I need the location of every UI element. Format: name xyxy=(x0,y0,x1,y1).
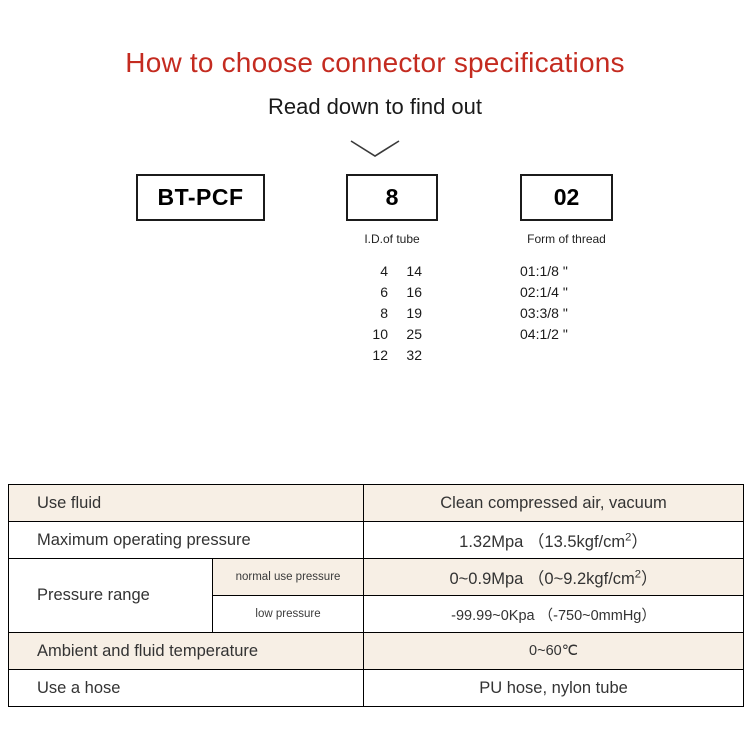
chevron-down-icon xyxy=(350,140,400,157)
table-row: Pressure range normal use pressure 0~0.9… xyxy=(8,558,745,633)
row-label-use-a-hose: Use a hose xyxy=(7,669,365,707)
list-item: 10 25 xyxy=(346,324,438,345)
row-value-ambient-fluid-temperature: 0~60℃ xyxy=(363,632,745,670)
tube-option-left: 10 xyxy=(372,325,388,342)
page-subtitle: Read down to find out xyxy=(267,93,483,119)
tube-option-left: 12 xyxy=(372,346,388,363)
row-sublabel-low-pressure: low pressure xyxy=(211,595,365,633)
row-label-ambient-fluid-temperature: Ambient and fluid temperature xyxy=(7,632,365,670)
list-item: 12 32 xyxy=(346,345,438,366)
row-value-low-pressure: -99.99~0Kpa （-750~0mmHg） xyxy=(363,595,745,633)
thread-option-list: 01:1/8 " 02:1/4 " 03:3/8 " 04:1/2 " xyxy=(520,261,630,345)
list-item: 02:1/4 " xyxy=(520,283,568,300)
list-item: 8 19 xyxy=(346,303,438,324)
table-row: Maximum operating pressure 1.32Mpa （13.5… xyxy=(7,521,745,559)
table-row: Ambient and fluid temperature 0~60℃ xyxy=(7,632,745,670)
tube-option-left: 6 xyxy=(380,283,388,300)
tube-option-right: 16 xyxy=(406,283,422,300)
caption-thread: Form of thread xyxy=(527,231,606,246)
list-item: 04:1/2 " xyxy=(520,325,568,342)
chevron-down-icon-wrap xyxy=(0,136,750,162)
tube-option-left: 4 xyxy=(380,262,388,279)
list-item: 03:3/8 " xyxy=(520,304,568,321)
row-label-pressure-range: Pressure range xyxy=(8,558,213,633)
row-sublabel-normal-use-pressure: normal use pressure xyxy=(211,558,365,596)
page-title: How to choose connector specifications xyxy=(125,47,625,78)
tube-option-left: 8 xyxy=(380,304,388,321)
row-value-use-a-hose: PU hose, nylon tube xyxy=(363,669,745,707)
row-label-max-operating-pressure: Maximum operating pressure xyxy=(7,521,365,559)
list-item: 6 16 xyxy=(346,282,438,303)
caption-tube: I.D.of tube xyxy=(364,231,420,246)
tube-option-right: 25 xyxy=(406,325,422,342)
specification-table: Use fluid Clean compressed air, vacuum M… xyxy=(7,484,745,707)
table-row: Use fluid Clean compressed air, vacuum xyxy=(7,484,745,522)
tube-option-list: 4 14 6 16 8 19 10 25 12 32 xyxy=(346,261,438,366)
row-value-use-fluid: Clean compressed air, vacuum xyxy=(363,484,745,522)
code-box-tube-size: 8 xyxy=(346,173,438,221)
tube-option-right: 19 xyxy=(406,304,422,321)
code-box-thread-form: 02 xyxy=(520,173,613,221)
row-label-use-fluid: Use fluid xyxy=(7,484,365,522)
row-value-normal-use-pressure: 0~0.9Mpa （0~9.2kgf/cm2） xyxy=(363,558,745,596)
row-value-max-operating-pressure: 1.32Mpa （13.5kgf/cm2） xyxy=(363,521,745,559)
page-header: How to choose connector specifications R… xyxy=(0,0,750,162)
tube-option-right: 32 xyxy=(406,346,422,363)
table-row: Use a hose PU hose, nylon tube xyxy=(7,669,745,707)
list-item: 4 14 xyxy=(346,261,438,282)
code-breakdown-section: BT-PCF 8 02 I.D.of tube Form of thread 4… xyxy=(0,162,750,363)
code-box-series: BT-PCF xyxy=(136,173,265,221)
tube-option-right: 14 xyxy=(406,262,422,279)
list-item: 01:1/8 " xyxy=(520,262,568,279)
table-row: low pressure -99.99~0Kpa （-750~0mmHg） xyxy=(9,595,745,633)
